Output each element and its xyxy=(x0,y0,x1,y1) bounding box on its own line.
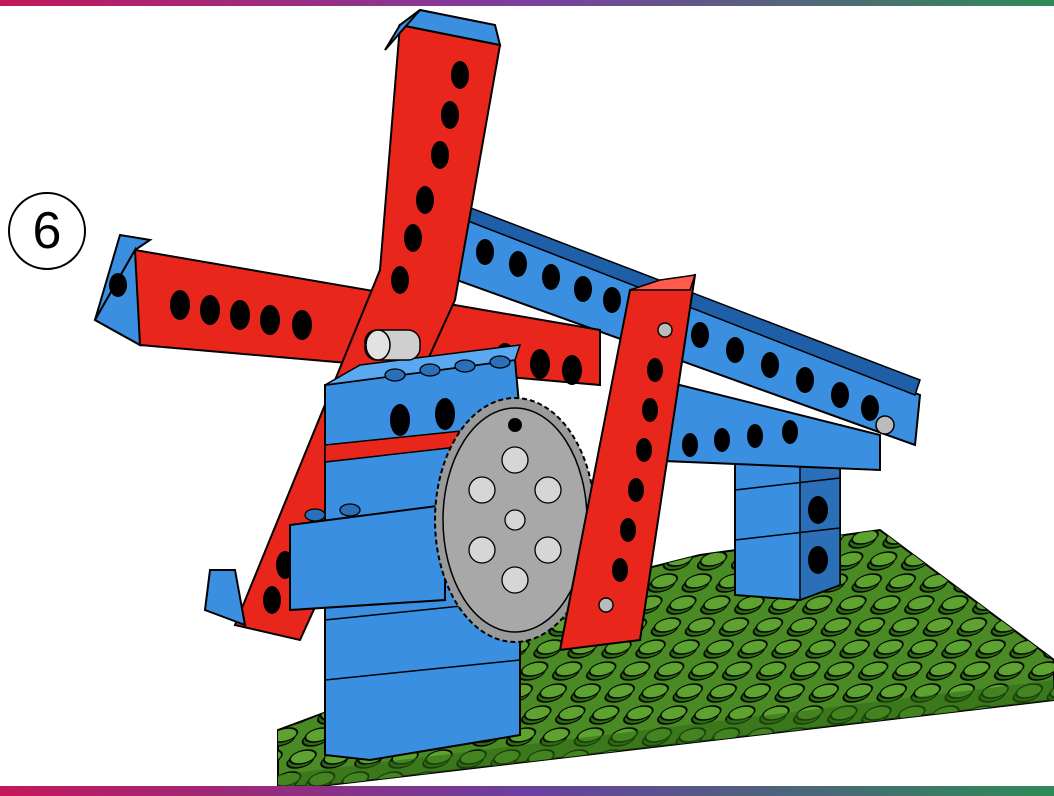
gray-axle-peg xyxy=(365,330,420,360)
bottom-border-rule xyxy=(0,786,1054,796)
